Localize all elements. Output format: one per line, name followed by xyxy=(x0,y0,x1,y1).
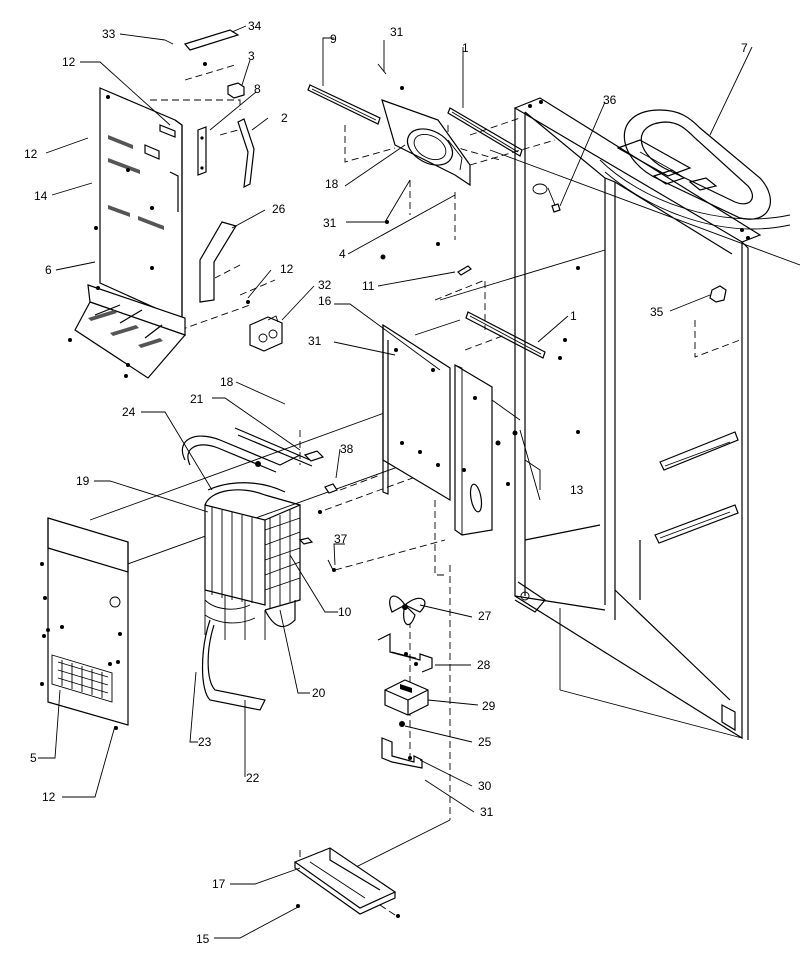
callout-15: 15 xyxy=(196,932,210,946)
rail-part-1-upper xyxy=(447,107,523,157)
callout-2: 2 xyxy=(281,111,288,125)
fan-shroud xyxy=(377,63,471,260)
callout-19: 19 xyxy=(76,474,90,488)
fan-motor-part-29 xyxy=(384,679,429,716)
evaporator-part-19 xyxy=(201,482,314,711)
callout-37: 37 xyxy=(334,532,348,546)
motor-bracket-part-28 xyxy=(377,633,433,673)
fill-tube-assembly xyxy=(599,109,791,230)
callout-34: 34 xyxy=(248,19,262,33)
callout-18: 18 xyxy=(220,375,234,389)
callout-13: 13 xyxy=(570,483,584,497)
callout-9: 9 xyxy=(330,32,337,46)
part-26-insulation xyxy=(199,221,237,303)
rail-part-9 xyxy=(307,84,381,125)
callout-7: 7 xyxy=(741,41,748,55)
screw-part-11 xyxy=(457,265,472,276)
cabinet-liner xyxy=(513,97,762,740)
callout-35: 35 xyxy=(650,305,664,319)
motor-bracket-part-30 xyxy=(381,737,423,769)
part-3-cube xyxy=(227,82,245,99)
callout-27: 27 xyxy=(478,609,492,623)
part-25-grommet xyxy=(399,721,405,727)
callout-14: 14 xyxy=(34,189,48,203)
callout-23: 23 xyxy=(198,735,212,749)
callout-31: 31 xyxy=(323,216,337,230)
rear-cover-part-5 xyxy=(40,517,129,730)
callout-24: 24 xyxy=(122,405,136,419)
callout-30: 30 xyxy=(478,779,492,793)
part-12-32-thermostat xyxy=(246,300,283,352)
callout-28: 28 xyxy=(477,658,491,672)
callout-17: 17 xyxy=(212,877,226,891)
control-panel-part-6 xyxy=(68,87,187,379)
callout-32: 32 xyxy=(318,278,332,292)
part-38-clip xyxy=(318,483,338,514)
callout-22: 22 xyxy=(246,771,260,785)
callout-12: 12 xyxy=(280,262,294,276)
callout-labels: 33 34 3 12 8 2 12 14 26 6 12 32 9 31 1 7… xyxy=(24,19,748,946)
callout-5: 5 xyxy=(30,751,37,765)
callout-16: 16 xyxy=(318,294,332,308)
callout-31: 31 xyxy=(480,805,494,819)
callout-31: 31 xyxy=(390,25,404,39)
callout-11: 11 xyxy=(362,279,375,293)
callout-3: 3 xyxy=(248,49,255,63)
callout-8: 8 xyxy=(254,82,261,96)
callout-29: 29 xyxy=(482,699,496,713)
callout-21: 21 xyxy=(190,392,204,406)
callout-12: 12 xyxy=(42,790,56,804)
callout-1: 1 xyxy=(570,309,577,323)
bracket-part-34 xyxy=(164,29,240,66)
callout-33: 33 xyxy=(102,27,116,41)
evaporator-cover-part-16 xyxy=(382,323,521,536)
callout-20: 20 xyxy=(312,686,326,700)
callout-26: 26 xyxy=(272,202,286,216)
callout-4: 4 xyxy=(339,247,346,261)
part-37-screw xyxy=(327,559,336,572)
callout-36: 36 xyxy=(603,93,617,107)
callout-10: 10 xyxy=(338,605,352,619)
callout-18: 18 xyxy=(325,177,339,191)
leader-lines xyxy=(38,25,753,939)
callout-6: 6 xyxy=(45,263,52,277)
fan-blade-part-27 xyxy=(389,595,426,626)
callout-12: 12 xyxy=(24,147,38,161)
callout-25: 25 xyxy=(478,735,492,749)
drain-trough-part-17 xyxy=(293,847,400,918)
callout-31: 31 xyxy=(308,334,322,348)
callout-38: 38 xyxy=(340,442,354,456)
callout-12: 12 xyxy=(62,55,76,69)
rail-part-1-lower xyxy=(465,311,546,359)
heater-part-24-21 xyxy=(181,427,325,473)
part-2-strip xyxy=(237,118,255,189)
callout-1: 1 xyxy=(462,41,469,55)
part-8-channel xyxy=(197,126,207,176)
